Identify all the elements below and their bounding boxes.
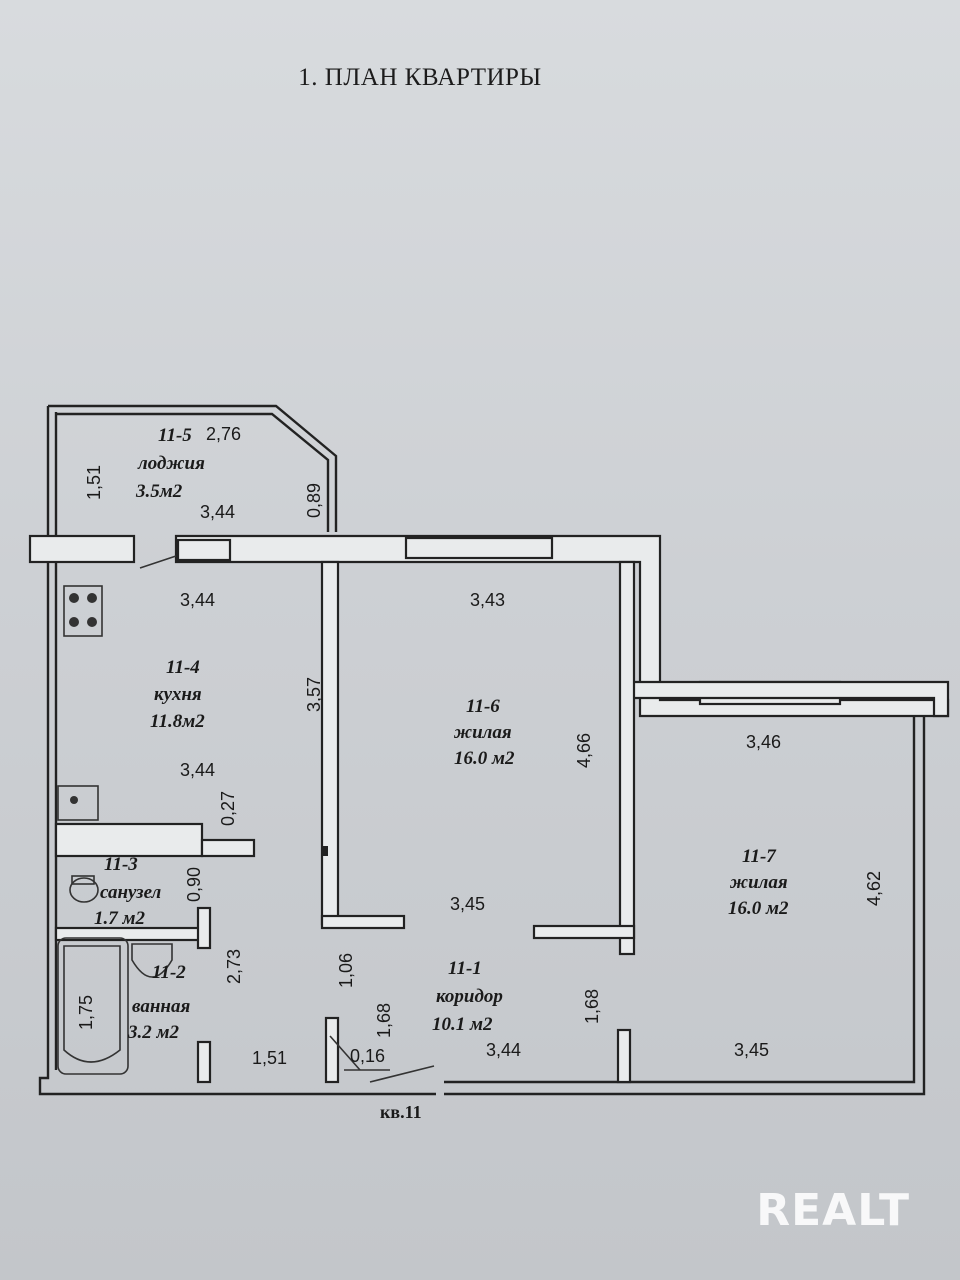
loggia-id: 11-5	[158, 425, 192, 446]
room7-area: 16.0 м2	[728, 898, 789, 919]
dim-room6-side: 4,66	[574, 733, 594, 768]
apartment-label: кв.11	[380, 1102, 422, 1122]
dim-room7-top: 3,46	[746, 732, 781, 752]
room6-area: 16.0 м2	[454, 748, 515, 769]
dim-kitchen-top: 3,44	[180, 590, 215, 610]
dim-room6-bottom: 3,45	[450, 894, 485, 914]
exterior-walls	[38, 406, 926, 1096]
dim-bath-bottom: 1,51	[252, 1048, 287, 1068]
partition-room6-room7	[532, 560, 636, 956]
dim-bath-tub: 1,75	[76, 995, 96, 1030]
top-interior-wall	[174, 534, 950, 718]
corridor-area: 10.1 м2	[432, 1014, 493, 1035]
dim-corridor-mid: 1,68	[374, 1003, 394, 1038]
dim-kitchen-side: 3,57	[304, 677, 324, 712]
room6-name: жилая	[453, 722, 512, 743]
kitchen-area: 11.8м2	[150, 711, 205, 732]
loggia-walls	[28, 404, 338, 564]
dim-room6-top: 3,43	[470, 590, 505, 610]
dim-room7-bottom: 3,45	[734, 1040, 769, 1060]
bath-id: 11-2	[152, 962, 186, 983]
kitchen-name: кухня	[154, 684, 202, 705]
kitchen-counter	[54, 585, 256, 858]
dim-kitchen-bottom: 3,44	[180, 760, 215, 780]
room6-id: 11-6	[466, 696, 500, 717]
wc-id: 11-3	[104, 854, 138, 875]
dim-bath-side: 2,73	[224, 949, 244, 984]
dim-corridor-left: 1,06	[336, 953, 356, 988]
dim-loggia-top: 2,76	[206, 424, 241, 444]
loggia-name: лоджия	[137, 453, 205, 474]
loggia-area: 3.5м2	[135, 481, 183, 502]
wc-name: санузел	[100, 882, 162, 903]
dim-room7-side: 4,62	[864, 871, 884, 906]
plan-title: 1. ПЛАН КВАРТИРЫ	[298, 64, 542, 91]
dim-corridor-right: 1,68	[582, 989, 602, 1024]
dim-kitchen-step: 0,27	[218, 791, 238, 826]
dim-loggia-side: 1,51	[84, 465, 104, 500]
corridor-name: коридор	[436, 986, 503, 1007]
realt-watermark-logo: REALT	[756, 1185, 910, 1236]
corridor-walls	[139, 555, 632, 1084]
dim-corridor-nook: 0,16	[350, 1046, 385, 1066]
dim-loggia-bottom: 3,44	[200, 502, 235, 522]
wc-area: 1.7 м2	[94, 908, 146, 929]
dim-wc-side: 0,90	[184, 867, 204, 902]
room7-name: жилая	[729, 872, 788, 893]
kitchen-id: 11-4	[166, 657, 200, 678]
partition-kitchen-room6	[320, 560, 406, 930]
room7-id: 11-7	[742, 846, 777, 867]
corridor-id: 11-1	[448, 958, 482, 979]
dim-corridor-bottom: 3,44	[486, 1040, 521, 1060]
bath-area: 3.2 м2	[127, 1022, 180, 1043]
dim-loggia-bevel: 0,89	[304, 483, 324, 518]
bath-name: ванная	[132, 996, 190, 1017]
bathroom-walls	[54, 875, 212, 1084]
